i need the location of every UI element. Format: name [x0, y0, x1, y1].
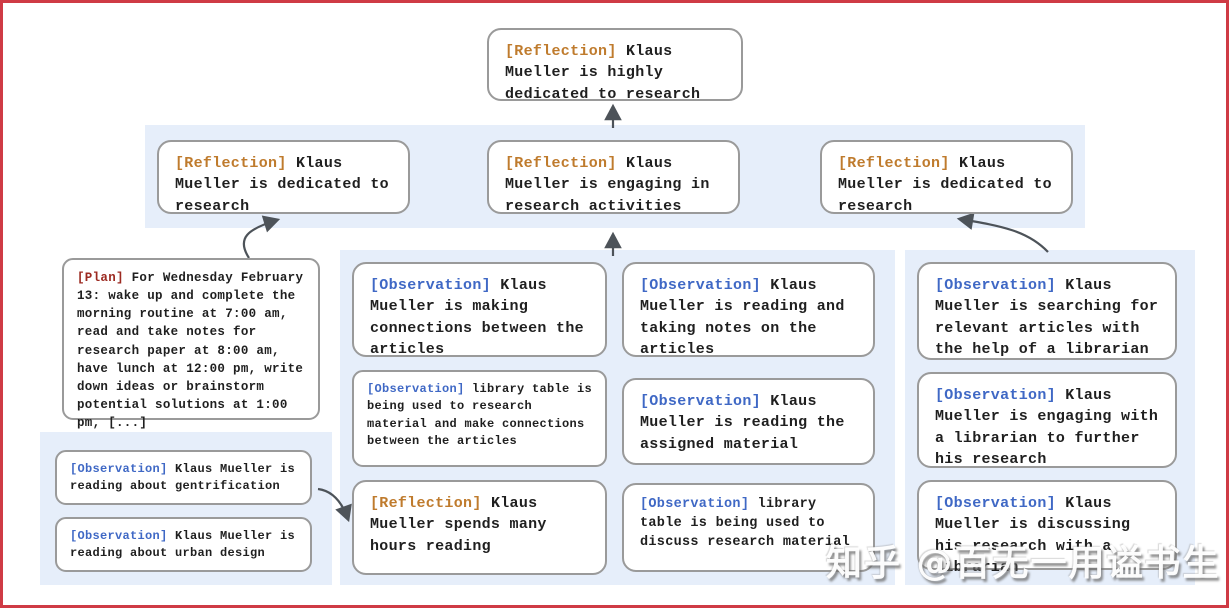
- observation-tag: [Observation]: [70, 529, 168, 543]
- node-observation-gentrification: [Observation] Klaus Mueller is reading a…: [55, 450, 312, 505]
- observation-tag: [Observation]: [370, 277, 491, 294]
- node-text: Klaus Mueller is reading the assigned ma…: [640, 393, 845, 453]
- reflection-tag: [Reflection]: [505, 155, 617, 172]
- node-root-reflection: [Reflection] Klaus Mueller is highly ded…: [487, 28, 743, 103]
- node-text: Klaus Mueller is engaging with a librari…: [935, 387, 1159, 468]
- node-reflection-right: [Reflection] Klaus Mueller is dedicated …: [820, 140, 1073, 215]
- node-observation-library-table-discuss: [Observation] library table is being use…: [622, 483, 875, 572]
- node-text: Klaus Mueller spends many hours reading: [370, 495, 547, 555]
- node-text: Klaus Mueller is dedicated to research: [175, 155, 389, 215]
- node-observation-library-table-research: [Observation] library table is being use…: [352, 370, 607, 467]
- node-observation-urban-design: [Observation] Klaus Mueller is reading a…: [55, 517, 312, 572]
- node-observation-assigned-material: [Observation] Klaus Mueller is reading t…: [622, 378, 875, 465]
- node-text: Klaus Mueller is reading and taking note…: [640, 277, 845, 358]
- node-text: library table is being used to research …: [367, 382, 593, 449]
- node-text: Klaus Mueller is highly dedicated to res…: [505, 43, 701, 103]
- node-text: Klaus Mueller is making connections betw…: [370, 277, 584, 358]
- node-text: For Wednesday February 13: wake up and c…: [77, 271, 304, 430]
- observation-tag: [Observation]: [935, 495, 1056, 512]
- node-text: Klaus Mueller is dedicated to research: [838, 155, 1052, 215]
- node-text: Klaus Mueller is engaging in research ac…: [505, 155, 710, 215]
- reflection-tag: [Reflection]: [370, 495, 482, 512]
- node-observation-searching-articles: [Observation] Klaus Mueller is searching…: [917, 262, 1177, 360]
- node-reflection-hours-reading: [Reflection] Klaus Mueller spends many h…: [352, 480, 607, 575]
- node-observation-engaging-librarian: [Observation] Klaus Mueller is engaging …: [917, 372, 1177, 468]
- node-text: Klaus Mueller is searching for relevant …: [935, 277, 1159, 358]
- reflection-tag: [Reflection]: [505, 43, 617, 60]
- node-observation-discussing-librarian: [Observation] Klaus Mueller is discussin…: [917, 480, 1177, 576]
- observation-tag: [Observation]: [640, 277, 761, 294]
- node-reflection-middle: [Reflection] Klaus Mueller is engaging i…: [487, 140, 740, 215]
- node-reflection-left: [Reflection] Klaus Mueller is dedicated …: [157, 140, 410, 215]
- node-text: Klaus Mueller is discussing his research…: [935, 495, 1131, 576]
- node-text: Klaus Mueller is reading about urban des…: [70, 529, 296, 561]
- node-plan: [Plan] For Wednesday February 13: wake u…: [62, 258, 320, 430]
- observation-tag: [Observation]: [640, 497, 750, 512]
- observation-tag: [Observation]: [935, 277, 1056, 294]
- node-text: Klaus Mueller is reading about gentrific…: [70, 462, 296, 494]
- node-observation-taking-notes: [Observation] Klaus Mueller is reading a…: [622, 262, 875, 358]
- observation-tag: [Observation]: [640, 393, 761, 410]
- node-text: library table is being used to discuss r…: [640, 497, 851, 550]
- reflection-tag: [Reflection]: [838, 155, 950, 172]
- plan-tag: [Plan]: [77, 271, 124, 285]
- node-observation-making-connections: [Observation] Klaus Mueller is making co…: [352, 262, 607, 358]
- observation-tag: [Observation]: [367, 382, 465, 396]
- zhihu-watermark: 知乎 @百无一用谥书生: [826, 543, 1221, 584]
- observation-tag: [Observation]: [935, 387, 1056, 404]
- reflection-tag: [Reflection]: [175, 155, 287, 172]
- observation-tag: [Observation]: [70, 462, 168, 476]
